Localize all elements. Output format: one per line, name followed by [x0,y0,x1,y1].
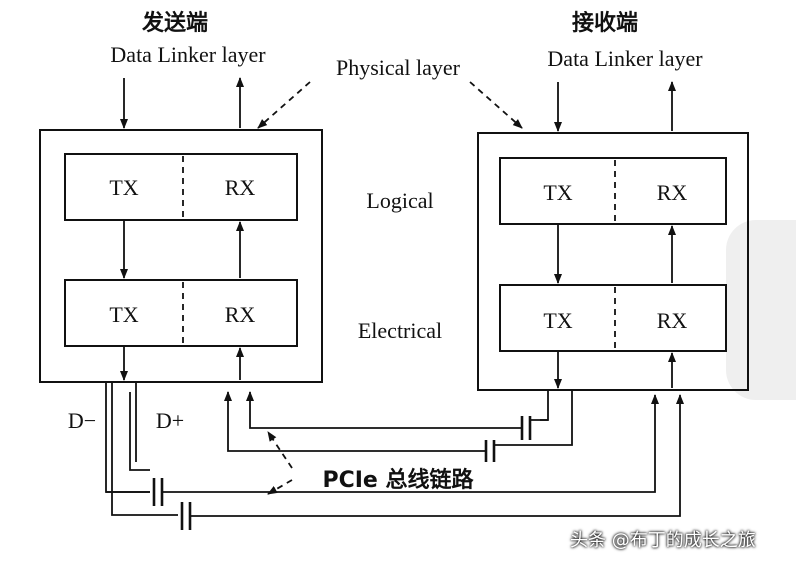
receiver-upper-layer-label: Data Linker layer [547,46,703,71]
logical-label: Logical [366,188,433,213]
sender-electrical-block [64,279,298,347]
receiver-electrical-block [499,284,727,352]
bus-lane-1 [162,394,659,493]
bus-link-pointer-down [267,479,293,495]
sender-tx-lane-plus [129,392,150,471]
receiver-electrical-rx: RX [657,308,688,333]
sender-electrical-rx: RX [225,302,256,327]
sender-tx-lane-minus [111,383,178,516]
watermark-text: 头条 @布丁的成长之旅 [570,530,756,551]
receiver-electrical-tx: TX [543,308,572,333]
d-plus-label: D+ [156,408,184,433]
receiver-title: 接收端 [572,10,638,36]
bus-link-pointer-up [267,431,293,469]
bus-lane-4 [224,391,486,452]
sender-physical-block [39,129,323,383]
sender-electrical-tx: TX [109,302,138,327]
sender-logical-rx: RX [225,175,256,200]
physical-layer-label: Physical layer [336,55,461,80]
bus-lane-3 [246,391,522,429]
receiver-tx-lane-b [520,390,573,446]
sender-logical-block [64,153,298,221]
receiver-physical-block [477,132,749,391]
sender-logical-tx: TX [109,175,138,200]
electrical-label: Electrical [358,318,442,343]
edge-shadow [726,220,796,400]
d-minus-label: D− [68,408,96,433]
sender-upper-layer-label: Data Linker layer [110,42,266,67]
receiver-logical-block [499,157,727,225]
bus-lane-2 [190,394,684,517]
receiver-logical-rx: RX [657,180,688,205]
receiver-logical-tx: TX [543,180,572,205]
physical-layer-pointer-right [469,81,523,129]
physical-layer-pointer-left [257,81,311,129]
receiver-tx-lane-a [540,390,549,421]
pcie-bus-link-label: PCIe 总线链路 [322,467,474,493]
sender-title: 发送端 [141,10,208,36]
